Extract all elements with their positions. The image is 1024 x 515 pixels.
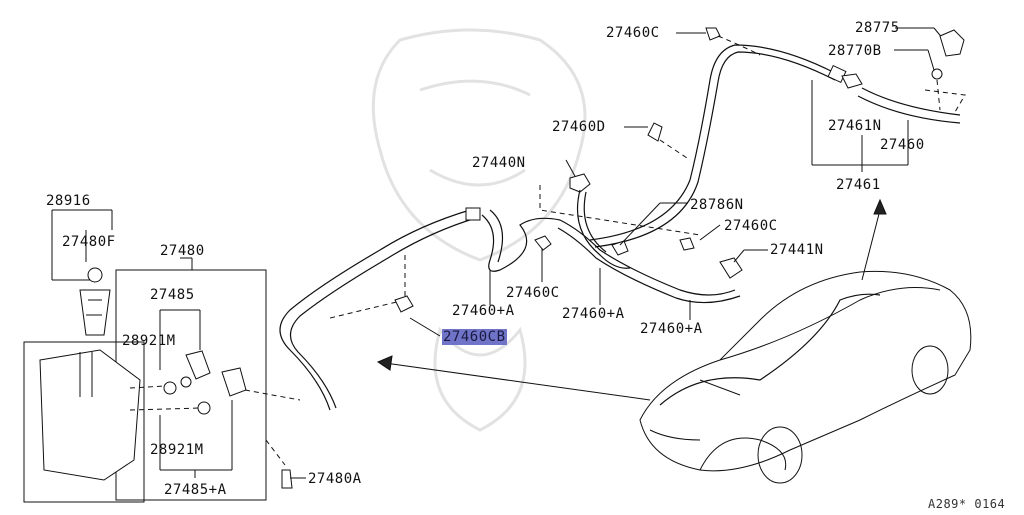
label-27485: 27485 [150, 287, 195, 303]
hose-clip-icon [394, 295, 414, 313]
footer-diagram-code: A289* 0164 [928, 497, 1006, 511]
label-27460d: 27460D [552, 119, 606, 135]
label-27460cb-highlighted[interactable]: 27460CB [442, 329, 507, 345]
washer-pump-icon [221, 367, 247, 397]
label-28775: 28775 [855, 20, 900, 36]
label-27441n: 27441N [770, 242, 824, 258]
label-27485a: 27485+A [164, 482, 227, 498]
hose-clip-icon [611, 240, 629, 256]
watermark-emblem [371, 28, 587, 432]
label-27460a-1: 27460+A [452, 303, 515, 319]
label-27461n: 27461N [828, 118, 882, 134]
rear-washer-hose-group [589, 27, 966, 248]
check-valve-icon [841, 73, 863, 89]
label-27460: 27460 [880, 137, 925, 153]
nozzle-icon [939, 29, 965, 57]
label-27460c-mid: 27460C [724, 218, 778, 234]
nozzle-icon [569, 173, 591, 193]
label-28916: 28916 [46, 193, 91, 209]
hose-clip-icon [534, 235, 552, 251]
label-27460c-low: 27460C [506, 285, 560, 301]
car-outline-icon [376, 198, 972, 484]
label-27460c-top: 27460C [606, 25, 660, 41]
label-28921m-2: 28921M [150, 442, 204, 458]
label-28770b: 28770B [828, 43, 882, 59]
label-28786n: 28786N [690, 197, 744, 213]
hose-clip-icon [647, 122, 663, 142]
front-washer-hose-group [279, 122, 768, 411]
label-27461: 27461 [836, 177, 881, 193]
label-28921m-1: 28921M [122, 333, 176, 349]
label-27480f: 27480F [62, 234, 116, 250]
label-27460a-2: 27460+A [562, 306, 625, 322]
washer-tank-group [23, 209, 306, 503]
label-27480: 27480 [160, 243, 205, 259]
label-27460a-3: 27460+A [640, 321, 703, 337]
hose-clip-icon [705, 27, 721, 41]
hose-clip-icon [679, 237, 695, 251]
washer-pump-icon [185, 350, 211, 380]
nozzle-icon [719, 257, 743, 279]
washer-tank-icon [39, 349, 141, 481]
label-27440n: 27440N [472, 155, 526, 171]
label-27480a: 27480A [308, 471, 362, 487]
